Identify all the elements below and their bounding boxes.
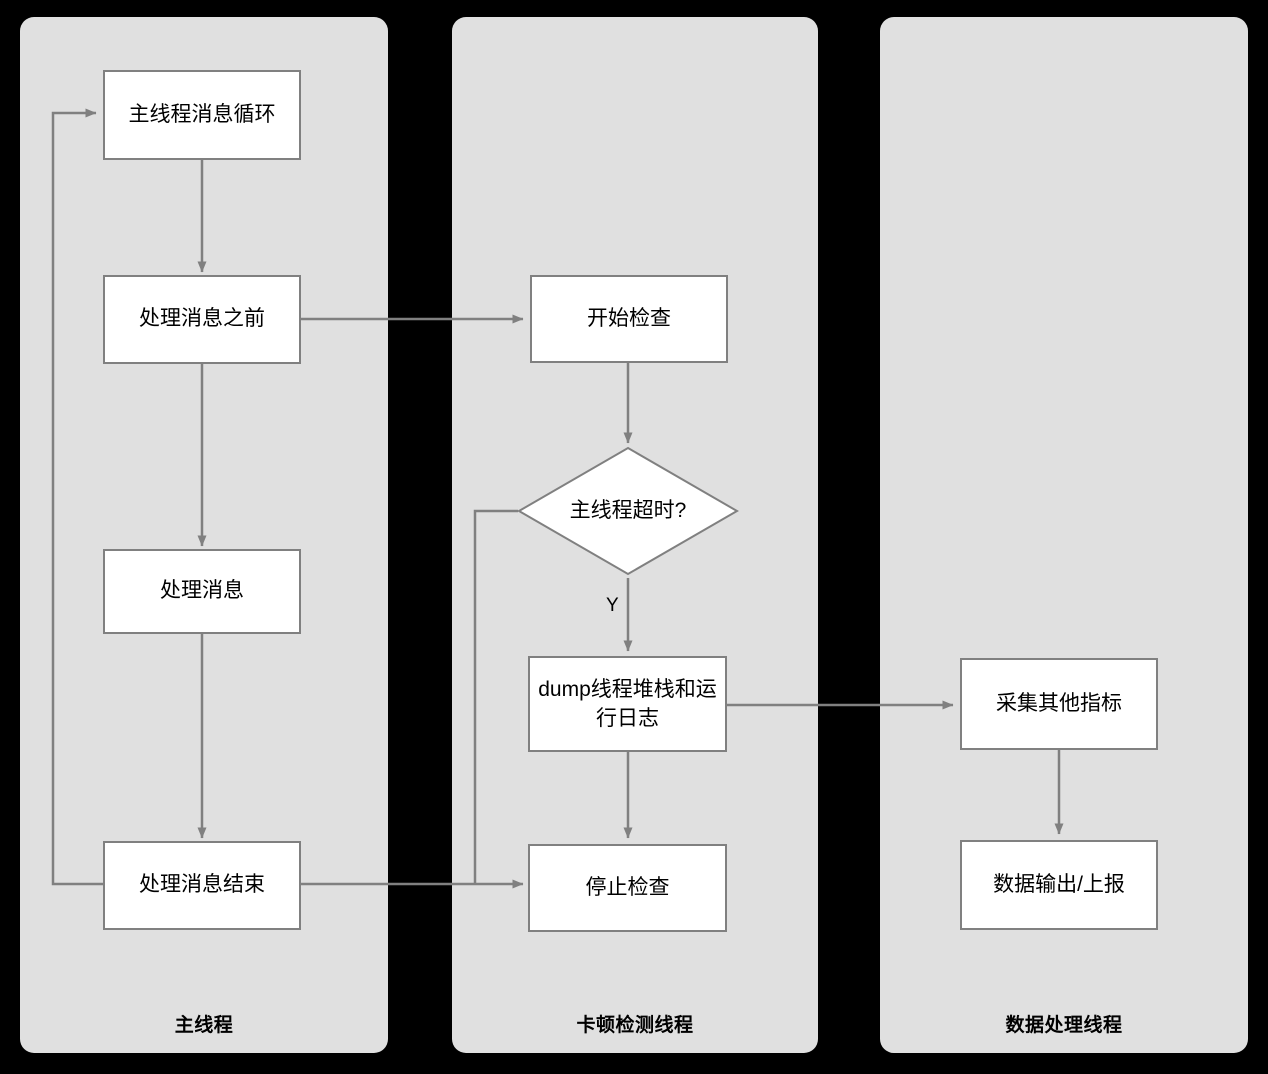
node-before-message[interactable]: 处理消息之前 [103, 275, 301, 364]
swimlane-label-stall-detector: 卡顿检测线程 [576, 1015, 694, 1036]
node-collect-metrics[interactable]: 采集其他指标 [960, 658, 1158, 750]
node-start-check[interactable]: 开始检查 [530, 275, 728, 363]
swimlane-label-data-processing: 数据处理线程 [1005, 1015, 1123, 1036]
node-handle-message[interactable]: 处理消息 [103, 549, 301, 634]
edge-label-timeout-yes: Y [606, 595, 619, 616]
node-timeout-decision[interactable]: 主线程超时? [517, 446, 739, 576]
node-main-loop[interactable]: 主线程消息循环 [103, 70, 301, 160]
node-dump-stack[interactable]: dump线程堆栈和运行日志 [528, 656, 727, 752]
node-stop-check[interactable]: 停止检查 [528, 844, 727, 932]
swimlane-label-main-thread: 主线程 [174, 1015, 234, 1036]
node-message-done[interactable]: 处理消息结束 [103, 841, 301, 930]
decision-diamond-shape [517, 446, 739, 576]
node-output-report[interactable]: 数据输出/上报 [960, 840, 1158, 930]
